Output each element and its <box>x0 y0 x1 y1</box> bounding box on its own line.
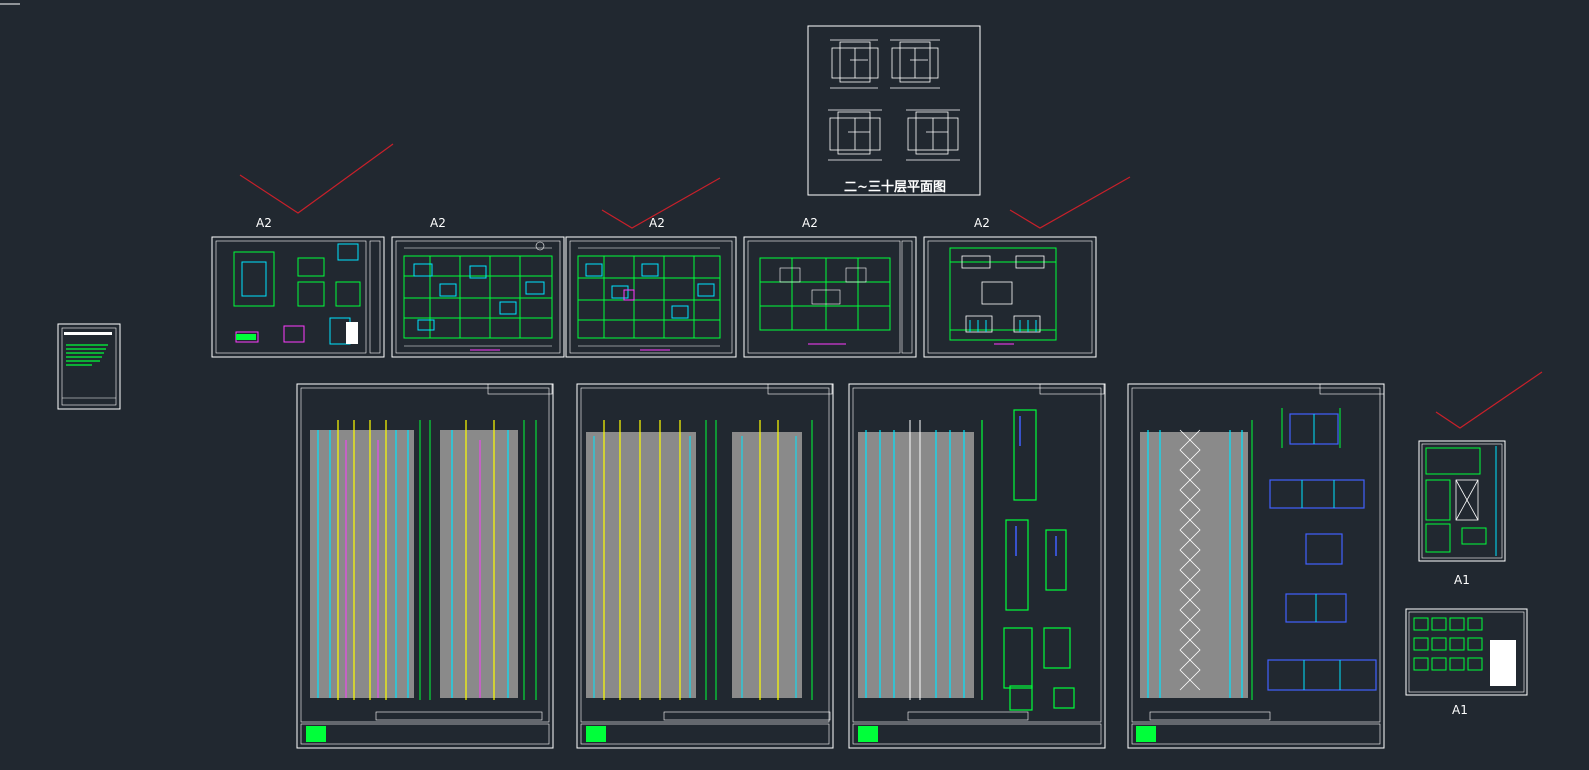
plan-sheet-4[interactable] <box>743 236 917 358</box>
sheet-size-label: A1 <box>1454 573 1470 587</box>
plan-sheet-1[interactable] <box>211 236 385 358</box>
sheet-size-label: A2 <box>649 216 665 230</box>
floor-plan-overview[interactable] <box>807 25 981 196</box>
sheet-size-label: A1 <box>1452 703 1468 717</box>
sheet-size-label: A2 <box>256 216 272 230</box>
sheet-size-label: A2 <box>974 216 990 230</box>
revision-marks <box>239 143 1543 429</box>
floor-plan-title: 二~三十层平面图 <box>844 180 946 195</box>
cover-sheet[interactable] <box>57 323 121 410</box>
sheet-size-label: A2 <box>430 216 446 230</box>
plan-sheet-2[interactable] <box>391 236 565 358</box>
plan-sheet-3[interactable] <box>565 236 737 358</box>
elevation-sheet-1[interactable] <box>296 383 554 749</box>
detail-sheet-right-bottom[interactable] <box>1405 608 1528 696</box>
sheet-size-label: A2 <box>802 216 818 230</box>
elevation-sheet-2[interactable] <box>576 383 834 749</box>
detail-sheet-right-top[interactable] <box>1418 440 1506 562</box>
elevation-sheet-4[interactable] <box>1127 383 1385 749</box>
plan-sheet-5[interactable] <box>923 236 1097 358</box>
elevation-sheet-3[interactable] <box>848 383 1106 749</box>
